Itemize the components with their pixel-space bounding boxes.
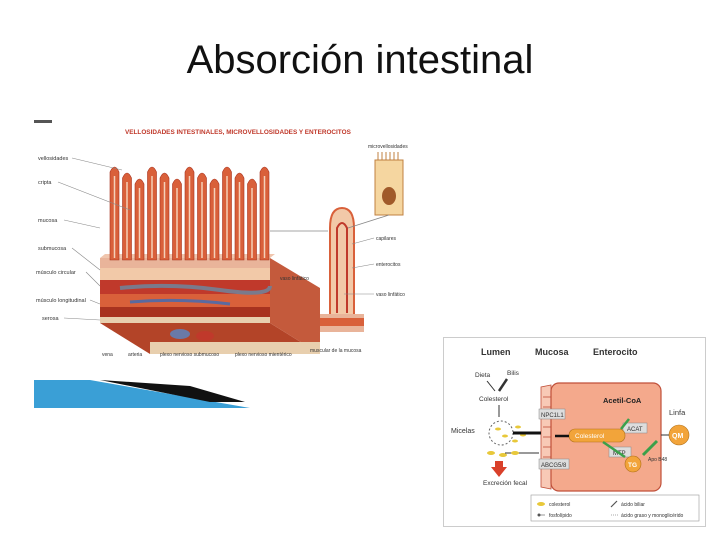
label-arteria: arteria — [128, 352, 142, 358]
label-acetil-coa: Acetil-CoA — [603, 396, 642, 405]
intestine-figure: VELLOSIDADES INTESTINALES, MICROVELLOSID… — [30, 118, 430, 408]
label-plexo-mienterico: plexo nervioso mientérico — [235, 352, 292, 358]
label-capilares: capilares — [376, 236, 397, 242]
label-acat: ACAT — [627, 427, 643, 433]
label-microvellosidades: microvellosidades — [368, 144, 408, 150]
label-abcg5-8: ABCG5/8 — [541, 463, 567, 469]
label-muscular-mucosa: muscular de la mucosa — [310, 348, 362, 354]
bottom-labels: vena arteria plexo nervioso submucoso pl… — [102, 276, 362, 358]
legend-colesterol: colesterol — [549, 502, 570, 508]
arrow-bilis — [497, 378, 509, 392]
micelle-cluster — [488, 420, 526, 446]
lipid-ovals — [487, 451, 519, 457]
top-marker — [34, 120, 52, 123]
label-colesterol: Colesterol — [479, 396, 509, 403]
npc1l1-box: NPC1L1 — [538, 408, 566, 420]
label-vaso-linfatico-left: vaso linfático — [280, 276, 309, 282]
abcg58-box: ABCG5/8 — [538, 458, 570, 470]
label-dieta: Dieta — [475, 372, 491, 379]
arrow-colesterol-tg — [602, 440, 626, 459]
header-lumen: Lumen — [481, 347, 511, 357]
slide-title: Absorción intestinal — [186, 38, 534, 82]
absorption-figure: Lumen Mucosa Enterocito Acetil-CoA ACAT … — [443, 337, 706, 527]
accent-swoosh — [34, 380, 250, 408]
arrow-tg-qm — [641, 439, 659, 457]
header-mucosa: Mucosa — [535, 347, 570, 357]
label-colesterol-cell: Colesterol — [575, 433, 605, 440]
label-micelas: Micelas — [451, 428, 475, 435]
label-vellosidades: vellosidades — [38, 156, 69, 162]
label-npc1l1: NPC1L1 — [541, 413, 564, 419]
arrow-dieta — [486, 380, 496, 392]
arrow-excretion — [491, 461, 507, 477]
right-labels: microvellosidades capilares enterocitos … — [344, 144, 408, 298]
label-plexo-submucoso: plexo nervioso submucoso — [160, 352, 219, 358]
legend-fosfolipido: fosfolípido — [549, 513, 572, 519]
label-vena: vena — [102, 352, 113, 358]
label-apo-b48: Apo B48 — [648, 457, 667, 463]
left-labels: vellosidades cripta mucosa submucosa mús… — [36, 156, 131, 322]
arrow-acetil-colesterol — [620, 418, 630, 430]
label-enterocitos: enterocitos — [376, 262, 401, 268]
tissue-block — [100, 254, 320, 354]
label-serosa: serosa — [42, 316, 59, 322]
label-musculo-circular: músculo circular — [36, 270, 76, 276]
label-cripta: cripta — [38, 180, 52, 186]
qm-node: QM — [668, 424, 690, 446]
label-submucosa: submucosa — [38, 246, 67, 252]
label-tg: TG — [628, 462, 637, 469]
villi-group — [109, 166, 270, 261]
acat-box: ACAT — [622, 422, 648, 434]
legend-acido-graso: ácido graso y monoglicérido — [621, 513, 683, 519]
tg-node: TG — [624, 455, 642, 473]
legend: colesterol ácido biliar fosfolípido ácid… — [530, 494, 700, 522]
label-mucosa: mucosa — [38, 218, 58, 224]
colesterol-node: Colesterol — [568, 428, 626, 443]
label-bilis: Bilis — [507, 370, 520, 377]
label-excrecion-fecal: Excreción fecal — [483, 480, 528, 487]
label-vaso-linfatico-right: vaso linfático — [376, 292, 405, 298]
intestine-figure-title: VELLOSIDADES INTESTINALES, MICROVELLOSID… — [125, 129, 352, 136]
label-linfa: Linfa — [669, 408, 686, 417]
header-enterocito: Enterocito — [593, 347, 638, 357]
label-qm: QM — [672, 433, 683, 440]
villus-closeup — [270, 152, 404, 332]
label-musculo-longitudinal: músculo longitudinal — [36, 298, 86, 304]
legend-acido-biliar: ácido biliar — [621, 502, 645, 508]
